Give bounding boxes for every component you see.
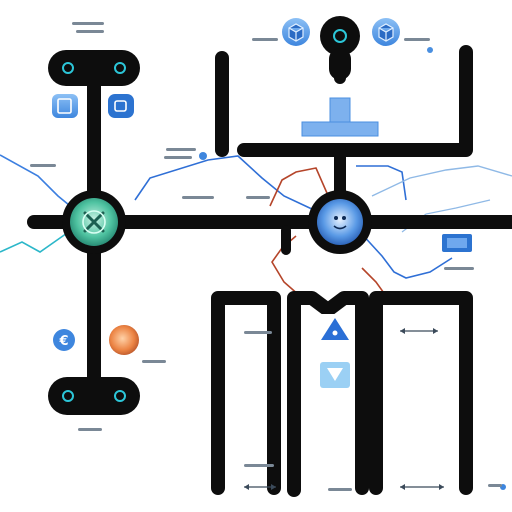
pendant-top[interactable]	[320, 16, 360, 80]
app-tile-right[interactable]	[108, 94, 134, 118]
blue-line-upper	[134, 155, 315, 211]
small-node-icon	[199, 152, 207, 160]
blue-line-lower-right	[359, 231, 453, 279]
up-arrow-tile[interactable]	[318, 314, 352, 344]
hub-left[interactable]	[62, 190, 126, 254]
gear-cross-icon	[82, 210, 106, 234]
bottom-arch-center	[287, 291, 369, 497]
currency-icon: €	[58, 334, 68, 349]
bottom-arch-left	[211, 291, 281, 495]
small-node-icon	[427, 47, 433, 53]
bottom-arch-right	[369, 291, 473, 495]
app-tile-left[interactable]	[52, 94, 78, 118]
face-icon	[333, 216, 347, 230]
track-network	[27, 45, 512, 497]
cube-icon	[378, 23, 394, 42]
euro-badge[interactable]: €	[53, 329, 75, 351]
connector-ring-right	[114, 62, 126, 74]
document-icon	[57, 98, 72, 114]
down-arrow-tile[interactable]	[320, 362, 350, 388]
lightblue-line-right	[371, 165, 512, 197]
monitor-tile[interactable]	[442, 234, 472, 252]
square-icon	[114, 100, 127, 112]
arrow-down-icon	[327, 368, 343, 381]
dimension-arrows	[244, 328, 444, 490]
connector-top-left[interactable]	[48, 50, 140, 86]
micro-label-marks	[30, 22, 502, 491]
rust-line-upper	[269, 167, 331, 207]
signal-lines	[0, 154, 512, 297]
connector-ring-left	[62, 62, 74, 74]
dual-ring-connector-icon	[48, 377, 140, 415]
cube-left[interactable]	[282, 18, 310, 46]
dual-ring-connector-icon	[48, 50, 140, 86]
bridge-panel	[301, 97, 379, 137]
cube-right[interactable]	[372, 18, 400, 46]
monitor-icon	[447, 238, 467, 248]
sphere-icon	[109, 325, 139, 355]
pendant-stem-body	[329, 48, 351, 80]
upper-bridge-track	[237, 45, 473, 157]
connector-bottom-left[interactable]	[48, 377, 140, 415]
blue-line-right	[356, 165, 407, 201]
orange-badge[interactable]	[109, 325, 139, 355]
connector-ring-right	[114, 390, 126, 402]
connector-ring-left	[62, 390, 74, 402]
hub-center-glow	[317, 199, 363, 245]
pendant-ring	[333, 29, 347, 43]
cube-icon	[288, 23, 304, 42]
ring-pendant-icon	[320, 16, 360, 56]
arrow-up-icon	[321, 318, 349, 340]
hub-center[interactable]	[308, 190, 372, 254]
